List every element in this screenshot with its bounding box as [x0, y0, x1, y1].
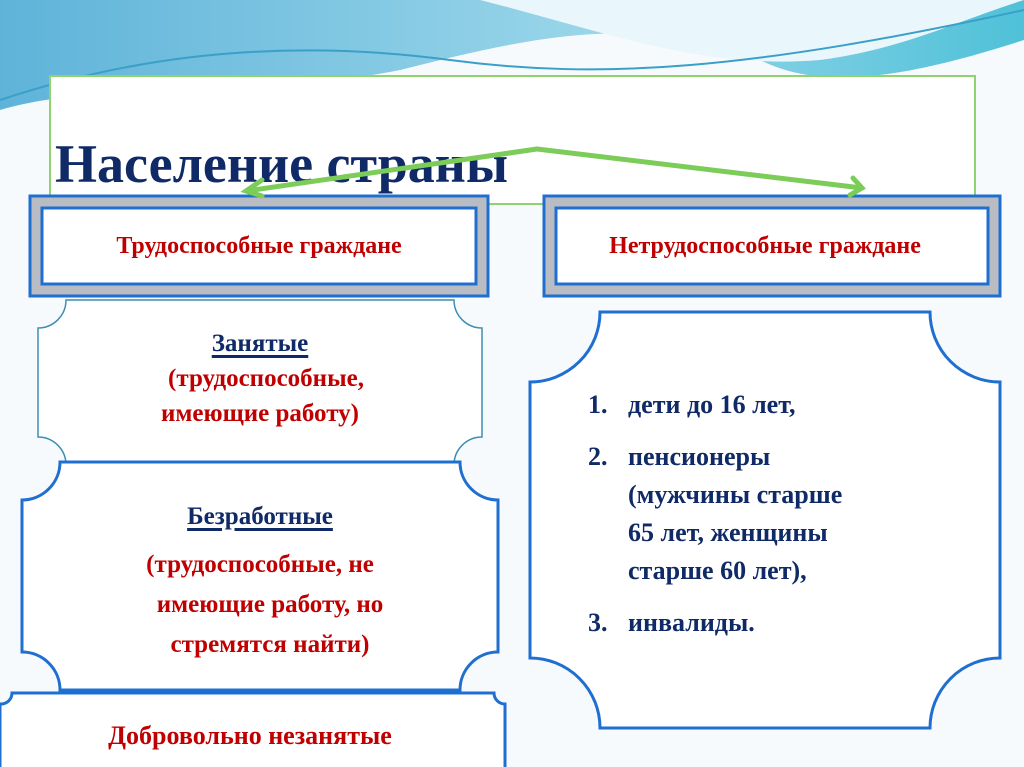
unemployed-content: Безработные (трудоспособные, не имеющие …: [90, 497, 430, 665]
voluntary-box: [0, 691, 507, 767]
employed-desc-1: (трудоспособные,: [168, 365, 364, 392]
disabled-box: [528, 310, 1002, 730]
list-item: 3.инвалиды.: [588, 608, 755, 637]
employed-desc-2: имеющие работу): [160, 400, 359, 427]
unemployed-desc-2: имеющие работу, но: [156, 591, 384, 618]
wave-decoration-light: [480, 0, 1024, 62]
employed-heading: Занятые: [211, 330, 309, 357]
left-header: Трудоспособные граждане: [116, 233, 402, 259]
list-item: 1.дети до 16 лет,: [588, 390, 796, 419]
page-title: Население страны: [55, 134, 509, 194]
employed-content: Занятые (трудоспособные, имеющие работу): [100, 326, 420, 431]
wave-line: [0, 9, 1024, 101]
voluntary-heading: Добровольно незанятые: [108, 721, 392, 750]
disabled-list: 1.дети до 16 лет, 2. пенсионеры (мужчины…: [588, 386, 948, 656]
right-header: Нетрудоспособные граждане: [609, 233, 921, 259]
left-header-frame: [28, 194, 490, 298]
unemployed-heading: Безработные: [187, 503, 333, 530]
list-item: 2. пенсионеры (мужчины старше 65 лет, же…: [588, 442, 843, 585]
unemployed-desc-1: (трудоспособные, не: [146, 551, 374, 578]
unemployed-box: [20, 460, 500, 692]
right-header-frame: [542, 194, 1002, 298]
unemployed-desc-3: стремятся найти): [170, 631, 370, 658]
